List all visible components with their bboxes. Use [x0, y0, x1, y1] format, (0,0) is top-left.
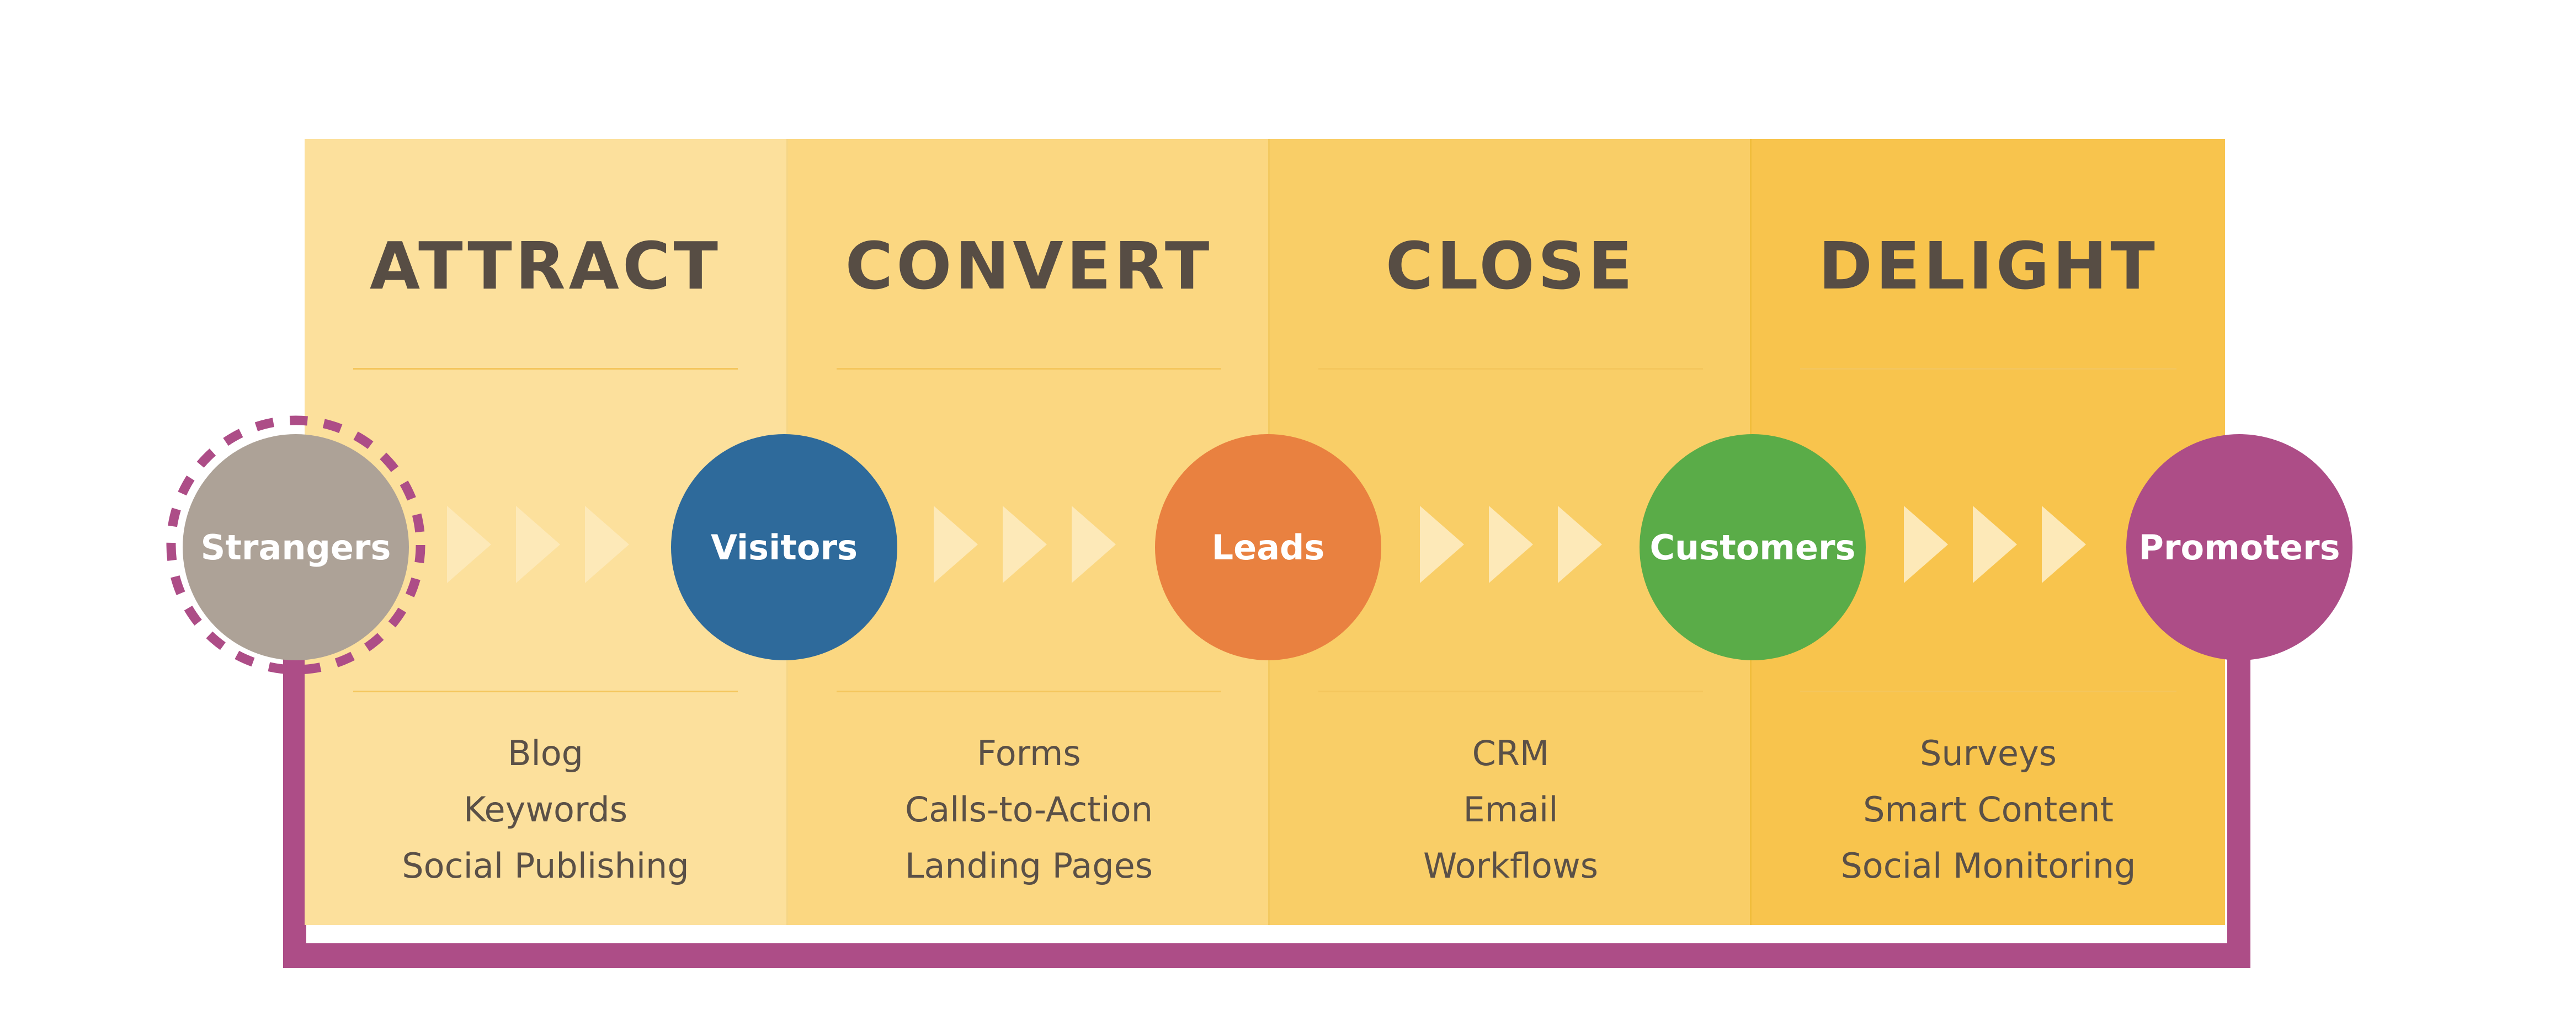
- tool-item: Social Monitoring: [1840, 846, 2136, 886]
- stage-divider-bottom: [837, 691, 1221, 692]
- tool-item: Social Publishing: [402, 846, 689, 886]
- node-customers: Customers: [1640, 434, 1866, 660]
- tool-item: Forms: [977, 733, 1081, 773]
- stage-divider-top: [1800, 368, 2176, 370]
- tool-item: Landing Pages: [904, 846, 1153, 886]
- tool-item: Email: [1463, 789, 1558, 830]
- stage-title-convert: CONVERT: [845, 228, 1213, 304]
- tool-item: Blog: [507, 733, 584, 773]
- tool-item: Calls-to-Action: [905, 789, 1153, 830]
- tool-item: Workflows: [1423, 846, 1598, 886]
- stage-divider-top: [837, 368, 1221, 370]
- return-loop-left: [283, 656, 306, 968]
- chevron-arrows-icon: [1420, 506, 1602, 583]
- stage-divider-bottom: [353, 691, 738, 692]
- return-loop-right: [2227, 645, 2250, 968]
- stage-divider-bottom: [1318, 691, 1703, 692]
- node-strangers: Strangers: [183, 434, 409, 660]
- return-loop-bottom: [283, 943, 2250, 968]
- chevron-arrows-icon: [934, 506, 1116, 583]
- stage-tools-attract: Blog Keywords Social Publishing: [305, 725, 786, 894]
- tool-item: CRM: [1472, 733, 1550, 773]
- stage-tools-delight: Surveys Smart Content Social Monitoring: [1752, 725, 2225, 894]
- chevron-arrows-icon: [1904, 506, 2086, 583]
- stage-divider-top: [1318, 368, 1703, 370]
- stage-title-attract: ATTRACT: [369, 228, 722, 304]
- stage-title-close: CLOSE: [1385, 228, 1636, 304]
- stage-divider-top: [353, 368, 738, 370]
- node-leads: Leads: [1155, 434, 1381, 660]
- node-visitors: Visitors: [671, 434, 897, 660]
- dashed-ring-icon: [166, 415, 425, 675]
- tool-item: Keywords: [463, 789, 628, 830]
- node-promoters: Promoters: [2126, 434, 2353, 660]
- stage-tools-close: CRM Email Workflows: [1270, 725, 1752, 894]
- stage-divider-bottom: [1800, 691, 2176, 692]
- tool-item: Smart Content: [1863, 789, 2114, 830]
- stage-title-delight: DELIGHT: [1818, 228, 2158, 304]
- chevron-arrows-icon: [447, 506, 629, 583]
- tool-item: Surveys: [1920, 733, 2057, 773]
- stage-tools-convert: Forms Calls-to-Action Landing Pages: [788, 725, 1270, 894]
